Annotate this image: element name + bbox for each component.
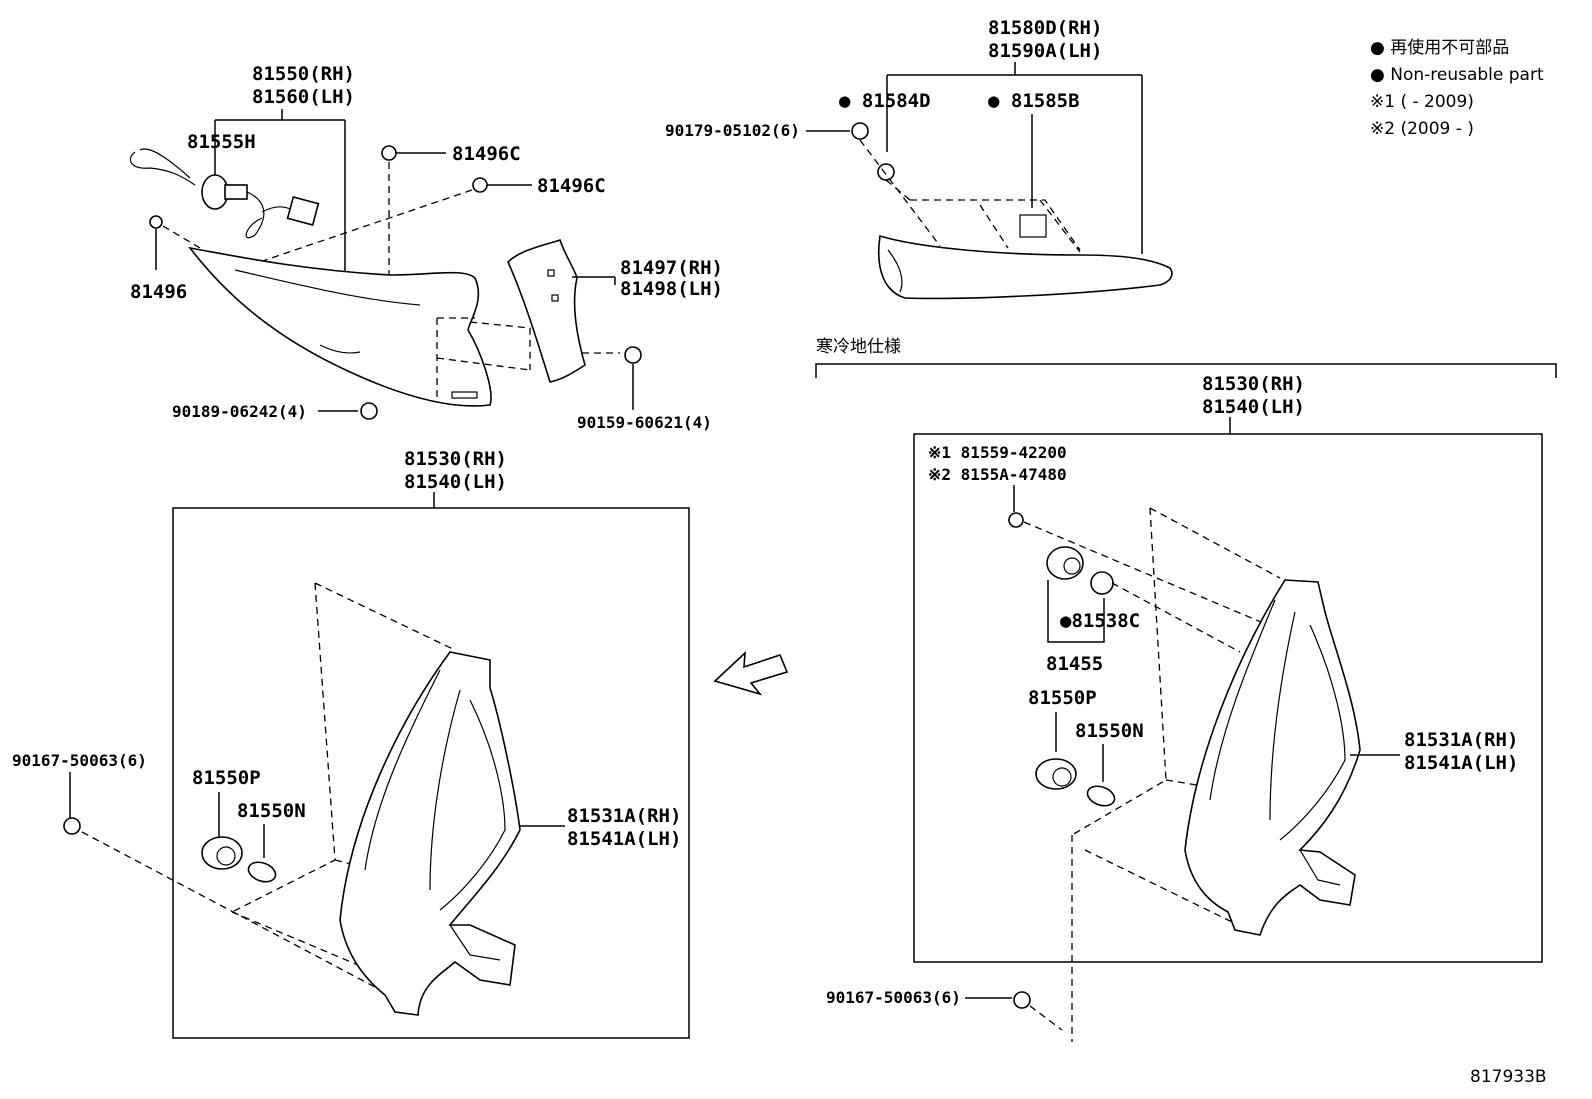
label-81550p-left[interactable]: 81550P [192,767,261,789]
bracket-icon [507,238,616,383]
legend-line-jp: ● 再使用不可部品 [1370,37,1509,58]
legend-note-1: ※1 ( - 2009) [1370,92,1474,112]
label-81550n-left[interactable]: 81550N [237,800,306,822]
label-81496c-b[interactable]: 81496C [537,175,606,197]
label-81550n-right[interactable]: 81550N [1075,720,1144,742]
label-81585b[interactable]: ● 81585B [988,90,1080,112]
label-81550[interactable]: 81550(RH) [252,63,355,85]
screw-90167-left-icon [63,772,391,996]
label-90167-left[interactable]: 90167-50063(6) [12,751,147,770]
label-81531a-left[interactable]: 81531A(RH) [567,805,681,827]
label-81541a-left[interactable]: 81541A(LH) [567,828,681,850]
label-81496[interactable]: 81496 [130,281,187,303]
label-81540-right[interactable]: 81540(LH) [1202,396,1305,418]
label-81580d[interactable]: 81580D(RH) [988,17,1102,39]
label-81531a-right[interactable]: 81531A(RH) [1404,729,1518,751]
bulb-socket-left-icon [201,836,243,870]
socket-note-1[interactable]: ※1 81559-42200 [928,443,1067,462]
combination-lamp-left-icon [339,651,521,1016]
label-81584d[interactable]: ● 81584D [839,90,931,112]
tail-lamp-icon [188,246,492,407]
label-81540-left[interactable]: 81540(LH) [404,471,507,493]
upper-left-group: 81550(RH) 81560(LH) 81555H 81496C 81496C [129,63,723,432]
legend: ● 再使用不可部品 ● Non-reusable part ※1 ( - 200… [1370,37,1544,139]
screw-90189-icon [318,402,378,420]
label-90167-right[interactable]: 90167-50063(6) [826,988,961,1007]
label-90159[interactable]: 90159-60621(4) [577,413,712,432]
legend-note-2: ※2 (2009 - ) [1370,119,1474,139]
cold-spec-title: 寒冷地仕様 [816,337,901,357]
bulb-left-icon [247,861,277,883]
lower-right-group: 寒冷地仕様 81530(RH) 81540(LH) ※1 81559-42200… [815,337,1557,1042]
combination-lamp-right-icon [1184,579,1361,936]
nut-icon [806,122,941,247]
label-81496c-a[interactable]: 81496C [452,143,521,165]
clip-81496c-b-icon [229,177,532,273]
socket-note-2[interactable]: ※2 8155A-47480 [928,465,1067,484]
lower-right-frame [913,433,1543,963]
socket-81455-icon [1046,546,1241,653]
label-81497[interactable]: 81497(RH) [620,257,723,279]
label-81530-left[interactable]: 81530(RH) [404,448,507,470]
bulb-right-icon [1086,785,1116,807]
label-81560[interactable]: 81560(LH) [252,86,355,108]
lower-left-frame [172,507,690,1039]
label-90189[interactable]: 90189-06242(4) [172,402,307,421]
socket-screw-icon [1008,512,1281,631]
label-90179[interactable]: 90179-05102(6) [665,121,800,140]
upper-right-group: 81580D(RH) 81590A(LH) ● 81584D ● 81585B … [665,17,1173,300]
direction-arrow-icon[interactable] [713,651,789,696]
screw-90159-icon [582,346,642,410]
label-81541a-right[interactable]: 81541A(LH) [1404,752,1518,774]
legend-line-en: ● Non-reusable part [1370,65,1544,85]
label-81530-right[interactable]: 81530(RH) [1202,373,1305,395]
label-81498[interactable]: 81498(LH) [620,278,723,300]
diagram-id: 817933B [1470,1067,1547,1087]
label-81538c[interactable]: ●81538C [1060,610,1140,632]
bulb-socket-right-icon [1035,758,1077,790]
lower-left-group: 81530(RH) 81540(LH) 90167-50063(6) 81550… [12,448,690,1039]
label-81455[interactable]: 81455 [1046,653,1103,675]
label-81590a[interactable]: 81590A(LH) [988,40,1102,62]
label-81555h[interactable]: 81555H [187,131,256,153]
garnish-icon [878,199,1173,300]
clip-81496c-icon [381,145,446,275]
socket-wire-icon [129,148,320,239]
clip-81496-icon [149,215,201,270]
screw-90167-right-icon [965,991,1063,1031]
label-81550p-right[interactable]: 81550P [1028,687,1097,709]
cold-spec-bracket [815,363,1557,378]
